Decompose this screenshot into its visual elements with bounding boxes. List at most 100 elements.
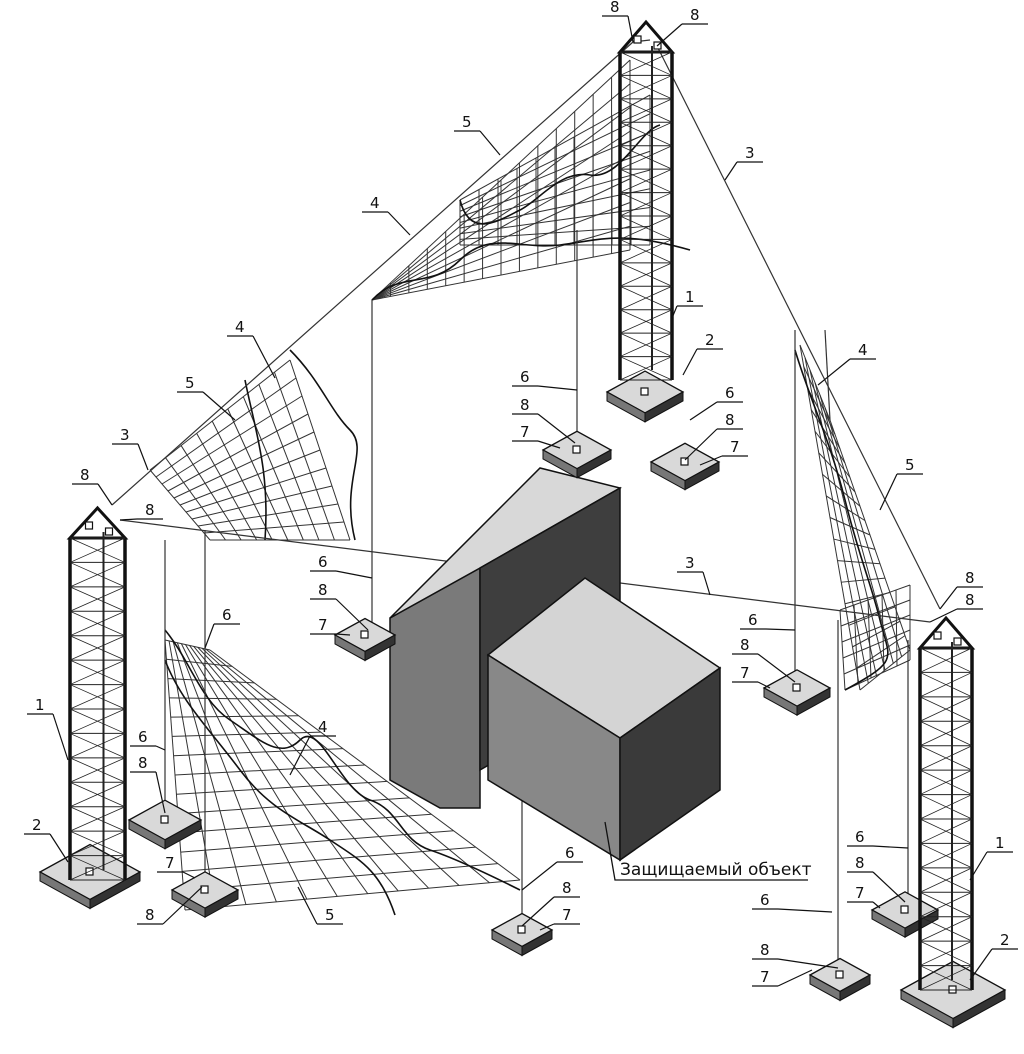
callout-8: 8 — [752, 941, 839, 969]
callout-6: 6 — [752, 891, 833, 913]
callout-leader — [182, 871, 196, 879]
mast-brace — [919, 720, 973, 747]
net-right-low — [839, 584, 911, 691]
mast-foundation — [605, 370, 685, 423]
anchor-blocks — [38, 370, 1007, 1029]
attachment-point — [633, 35, 642, 44]
callout-leader — [137, 443, 149, 471]
callout-number: 7 — [760, 968, 770, 986]
mast-brace — [69, 537, 126, 563]
net-line — [825, 495, 866, 522]
attachment-point — [640, 387, 649, 396]
callout-number: 8 — [318, 581, 328, 599]
callout-leader — [335, 598, 369, 631]
mast-brace — [69, 855, 126, 881]
net-line — [859, 649, 911, 691]
net-tear-edge — [289, 349, 358, 541]
net-line — [197, 503, 339, 527]
net-line — [371, 225, 631, 301]
callout-number: 7 — [520, 423, 530, 441]
callout-leader — [777, 969, 813, 987]
net-line — [844, 659, 911, 691]
anchor-block — [541, 430, 613, 479]
mast-brace — [619, 51, 673, 76]
net-line — [371, 202, 631, 301]
masts — [66, 19, 976, 991]
net-line — [203, 521, 345, 534]
net-line — [167, 413, 309, 492]
callout-number: 7 — [165, 854, 175, 872]
net-tear-edge — [244, 379, 267, 541]
callout-2: 2 — [969, 931, 1018, 981]
mast-brace — [69, 586, 126, 612]
callout-number: 6 — [138, 728, 148, 746]
callout-number: 3 — [745, 144, 755, 162]
callout-8: 8 — [521, 879, 580, 927]
anchor-side — [204, 889, 239, 918]
net-line — [839, 584, 911, 611]
callout-number: 6 — [748, 611, 758, 629]
mast-brace — [619, 192, 673, 217]
net-line — [179, 813, 432, 834]
callout-7: 7 — [699, 438, 748, 466]
callout-number: 8 — [760, 941, 770, 959]
anchor-block — [127, 799, 203, 850]
callout-number: 5 — [325, 906, 335, 924]
callout-leader — [656, 23, 683, 47]
callout-number: 6 — [565, 844, 575, 862]
callout-number: 4 — [318, 718, 328, 736]
anchor-side — [839, 974, 871, 1002]
net-line — [829, 517, 871, 536]
callout-6: 6 — [521, 844, 583, 891]
net-left-upper — [149, 359, 351, 541]
net-tear-edge — [164, 659, 396, 916]
mast-brace — [69, 708, 126, 734]
attachment-point — [160, 815, 169, 824]
callout-8: 8 — [602, 0, 634, 43]
net-line — [170, 715, 299, 718]
mast-brace — [619, 239, 673, 264]
callout-number: 8 — [965, 591, 975, 609]
callout-7: 7 — [752, 968, 813, 987]
callout-number: 8 — [520, 396, 530, 414]
callout-number: 4 — [235, 318, 245, 336]
mast-brace — [619, 121, 673, 147]
callout-leader — [297, 886, 318, 925]
callout-number: 6 — [725, 384, 735, 402]
mast-brace — [69, 757, 126, 783]
callout-leader — [929, 608, 958, 623]
mast-brace — [619, 309, 673, 334]
attachment-point — [900, 905, 909, 914]
mast-brace — [69, 684, 126, 710]
net-line — [371, 130, 631, 301]
callout-2: 2 — [24, 816, 69, 863]
net-line — [164, 639, 211, 651]
callout-leader — [939, 586, 958, 610]
callout-8: 8 — [847, 854, 906, 903]
callout-number: 3 — [120, 426, 130, 444]
callout-leader — [479, 130, 501, 156]
net-line — [185, 467, 327, 513]
mast-brace — [619, 356, 673, 381]
callout-number: 8 — [145, 906, 155, 924]
callout-leader — [724, 161, 738, 181]
net-line — [167, 678, 255, 684]
callout-leader — [627, 15, 634, 43]
net-back-upper — [371, 59, 631, 301]
net-line — [803, 366, 836, 435]
net-line — [833, 538, 876, 550]
callout-8: 8 — [72, 466, 113, 506]
cable — [111, 41, 634, 506]
callout-leader — [539, 923, 555, 931]
mast-brace — [919, 745, 973, 771]
mast-top — [66, 505, 129, 540]
callout-3: 3 — [112, 426, 149, 471]
mast-brace — [919, 916, 973, 942]
net-line — [841, 614, 911, 643]
callout-number: 7 — [730, 438, 740, 456]
callout-leader — [335, 633, 351, 636]
callout-7: 7 — [310, 616, 351, 636]
callout-6: 6 — [740, 611, 796, 631]
